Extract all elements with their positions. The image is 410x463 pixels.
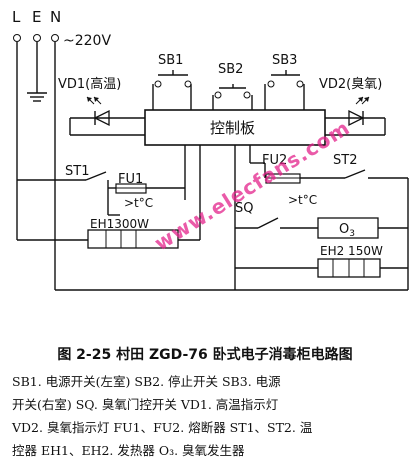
terminal-n bbox=[51, 34, 59, 42]
fu1-temp-label: >t°C bbox=[124, 196, 153, 210]
sb2-switch bbox=[212, 84, 253, 110]
sb1-switch bbox=[152, 70, 192, 110]
terminal-e bbox=[33, 34, 41, 42]
legend-line-3: VD2. 臭氧指示灯 FU1、FU2. 熔断器 ST1、ST2. 温 bbox=[12, 420, 313, 435]
sb2-label: SB2 bbox=[218, 62, 243, 77]
legend-line-1: SB1. 电源开关(左室) SB2. 停止开关 SB3. 电源 bbox=[12, 374, 281, 389]
st1-thermostat bbox=[17, 171, 120, 216]
ground-symbol bbox=[27, 42, 47, 102]
legend: SB1. 电源开关(左室) SB2. 停止开关 SB3. 电源 开关(右室) S… bbox=[12, 370, 402, 462]
terminal-l-label: L bbox=[12, 8, 21, 26]
fu2-temp-label: >t°C bbox=[288, 193, 317, 207]
sb3-switch bbox=[264, 70, 305, 110]
sb1-label: SB1 bbox=[158, 53, 183, 68]
fu1-label: FU1 bbox=[118, 172, 143, 187]
control-board-label: 控制板 bbox=[210, 119, 255, 137]
terminal-e-label: E bbox=[32, 8, 41, 26]
legend-line-4: 控器 EH1、EH2. 发热器 O₃. 臭氧发生器 bbox=[12, 443, 245, 458]
vd1-label: VD1(高温) bbox=[58, 76, 121, 92]
legend-line-2: 开关(右室) SQ. 臭氧门控开关 VD1. 高温指示灯 bbox=[12, 397, 279, 412]
terminal-l bbox=[13, 34, 21, 42]
o3-label: O3 bbox=[339, 222, 355, 239]
st1-label: ST1 bbox=[65, 164, 89, 179]
supply-voltage-label: ~220V bbox=[63, 33, 111, 49]
eh1-heater bbox=[17, 217, 201, 249]
sq-label: SQ bbox=[235, 201, 253, 216]
fu2-fuse bbox=[264, 163, 320, 184]
figure-caption: 图 2-25 村田 ZGD-76 卧式电子消毒柜电路图 bbox=[57, 347, 353, 363]
o3-generator bbox=[317, 217, 408, 239]
vd2-indicator bbox=[325, 96, 386, 136]
circuit-diagram: L E N ~220V 控制板 SB1 SB2 bbox=[12, 8, 409, 291]
eh2-heater bbox=[235, 258, 408, 278]
sq-switch bbox=[235, 217, 318, 229]
terminal-n-label: N bbox=[50, 8, 61, 26]
st2-label: ST2 bbox=[333, 153, 357, 168]
sb3-label: SB3 bbox=[272, 53, 297, 68]
st2-thermostat bbox=[320, 169, 409, 268]
eh1-label: EH1300W bbox=[90, 217, 149, 231]
fu2-label: FU2 bbox=[262, 153, 287, 168]
fu1-fuse bbox=[115, 183, 185, 194]
vd1-indicator bbox=[69, 96, 145, 136]
eh2-label: EH2 150W bbox=[320, 244, 383, 258]
vd2-label: VD2(臭氧) bbox=[319, 77, 382, 92]
